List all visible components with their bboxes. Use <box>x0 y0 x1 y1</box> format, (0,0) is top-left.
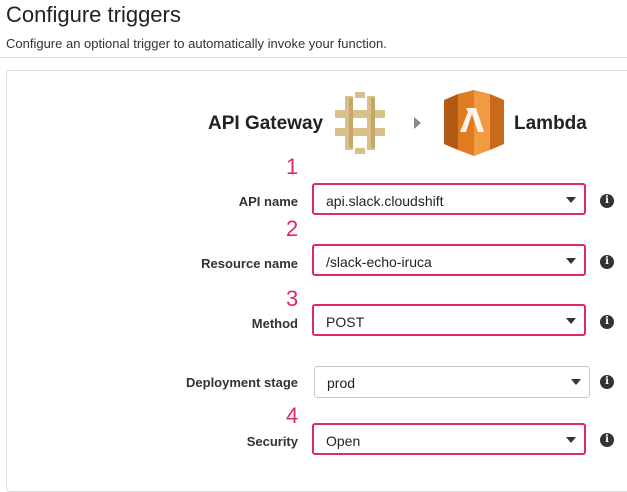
resource-name-label: Resource name <box>201 256 298 271</box>
deployment-stage-select[interactable]: prod <box>314 366 590 398</box>
security-select[interactable]: Open <box>312 423 586 455</box>
api-name-label: API name <box>238 194 298 209</box>
chevron-right-icon <box>414 117 421 129</box>
info-icon[interactable]: i <box>600 375 614 389</box>
info-icon[interactable]: i <box>600 315 614 329</box>
deployment-stage-value: prod <box>327 375 356 391</box>
method-value: POST <box>326 314 365 330</box>
caret-down-icon <box>566 197 576 203</box>
page-subtitle: Configure an optional trigger to automat… <box>6 36 387 51</box>
resource-name-value: /slack-echo-iruca <box>326 254 432 270</box>
page-title: Configure triggers <box>6 2 181 27</box>
header-divider <box>0 57 627 58</box>
trigger-panel <box>6 70 627 492</box>
api-name-value: api.slack.cloudshift <box>326 193 444 209</box>
caret-down-icon <box>566 437 576 443</box>
method-select[interactable]: POST <box>312 304 586 336</box>
resource-name-select[interactable]: /slack-echo-iruca <box>312 244 586 276</box>
step-number-2: 2 <box>286 216 299 241</box>
security-label: Security <box>246 434 298 449</box>
api-gateway-icon <box>335 92 385 154</box>
api-name-select[interactable]: api.slack.cloudshift <box>312 183 586 215</box>
info-icon[interactable]: i <box>600 433 614 447</box>
step-number-1: 1 <box>286 154 299 179</box>
deployment-stage-label: Deployment stage <box>186 375 298 390</box>
caret-down-icon <box>566 318 576 324</box>
target-label: Lambda <box>514 113 587 134</box>
lambda-icon <box>444 90 504 156</box>
step-number-4: 4 <box>286 403 299 428</box>
info-icon[interactable]: i <box>600 194 614 208</box>
caret-down-icon <box>566 258 576 264</box>
source-label: API Gateway <box>208 113 324 134</box>
caret-down-icon <box>571 379 581 385</box>
method-label: Method <box>251 316 298 331</box>
info-icon[interactable]: i <box>600 255 614 269</box>
step-number-3: 3 <box>286 286 299 311</box>
security-value: Open <box>326 433 361 449</box>
